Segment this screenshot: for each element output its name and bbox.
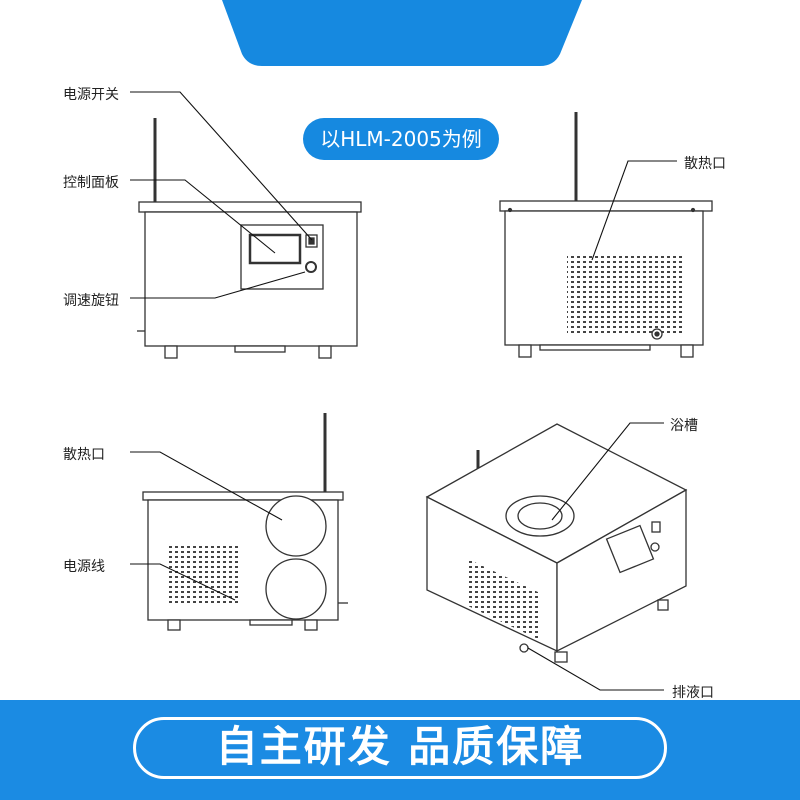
callout-power-switch: 电源开关 (63, 87, 119, 103)
slogan-frame (133, 717, 667, 779)
callout-vent-back: 散热口 (684, 156, 726, 172)
callout-speed-knob: 调速旋钮 (63, 293, 119, 309)
callout-power-cord: 电源线 (63, 559, 105, 575)
product-diagram (130, 91, 713, 691)
leader-lines (130, 91, 677, 691)
top-banner-tab (222, 0, 582, 66)
callout-bath-tank: 浴槽 (670, 418, 698, 434)
front-view (137, 118, 362, 359)
callout-control-panel: 控制面板 (63, 175, 119, 191)
side-view (142, 413, 348, 631)
footer-slogan: 自主研发 品质保障 (215, 722, 585, 771)
iso-view (425, 423, 688, 663)
back-view (499, 112, 713, 358)
callout-drain-port: 排液口 (672, 685, 714, 701)
callout-vent-side: 散热口 (63, 447, 105, 463)
footer-banner: 自主研发 品质保障 (0, 700, 800, 800)
model-label-badge: 以HLM-2005为例 (303, 118, 499, 160)
